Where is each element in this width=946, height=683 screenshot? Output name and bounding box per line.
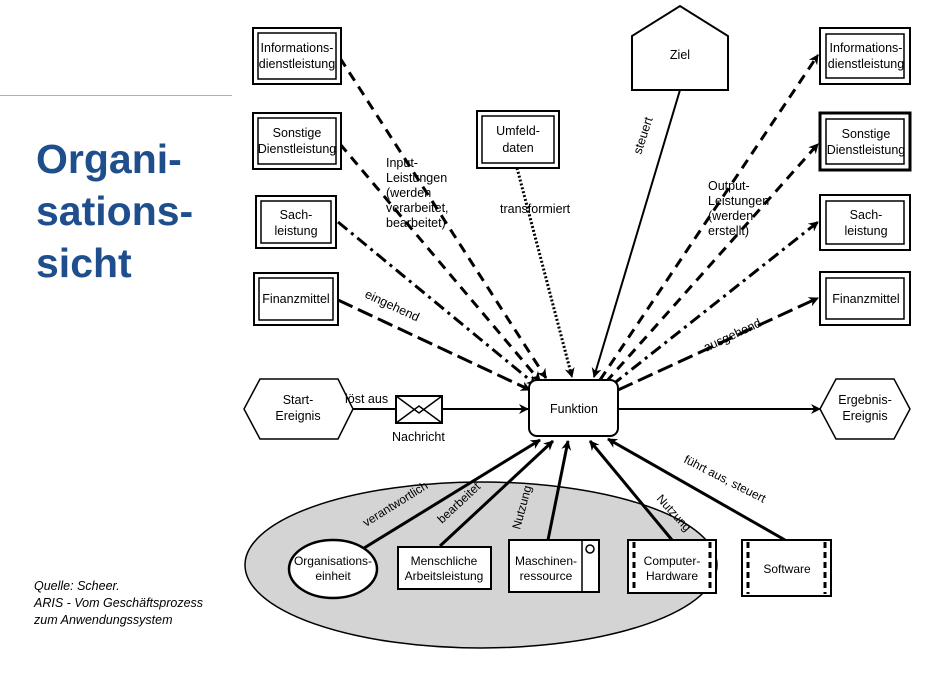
page-title: Organi- sations- sicht <box>36 133 236 289</box>
node-umfeld: Umfeld- daten <box>476 110 560 169</box>
source-line-3: zum Anwendungssystem <box>34 613 173 627</box>
node-sach-out-line1: Sach- <box>850 208 883 222</box>
node-finanz-out-line1: Finanzmittel <box>832 292 899 306</box>
node-ergebnis-event: Ergebnis- Ereignis <box>819 378 911 440</box>
title-line-2: sations- <box>36 188 194 234</box>
label-input-line2: Leistungen <box>386 171 447 185</box>
node-start-event: Start- Ereignis <box>243 378 354 440</box>
node-info-in-line2: dienstleistung <box>259 57 335 71</box>
edge-hardware <box>588 440 674 541</box>
edge-umfeld <box>515 167 575 378</box>
label-loest-aus: löst aus <box>345 392 388 406</box>
node-software-label: Software <box>763 562 811 576</box>
edge-sach-out <box>611 220 819 387</box>
title-line-1: Organi- <box>36 136 182 182</box>
node-sonst-out: Sonstige Dienstleistung <box>818 111 912 172</box>
node-finanz-in: Finanzmittel <box>253 272 339 326</box>
label-eingehend: eingehend <box>363 287 422 324</box>
label-input-line5: bearbeitet) <box>386 216 446 230</box>
node-sonst-in-line2: Dienstleistung <box>258 142 337 156</box>
node-sonst-in: Sonstige Dienstleistung <box>252 112 342 170</box>
label-nachricht: Nachricht <box>392 430 445 444</box>
edge-ziel <box>591 89 681 378</box>
node-software: Software <box>741 539 832 597</box>
edge-maschine <box>546 440 572 541</box>
node-info-in-line1: Informations- <box>261 41 334 55</box>
node-info-out: Informations- dienstleistung <box>819 27 911 85</box>
label-steuert: steuert <box>631 115 656 156</box>
edge-sach-in <box>337 220 537 387</box>
node-start-line1: Start- <box>283 393 314 407</box>
node-sonst-out-line1: Sonstige <box>842 127 891 141</box>
node-computer-hardware: Computer- Hardware <box>627 539 717 594</box>
node-sach-out-line2: leistung <box>844 224 887 238</box>
edge-orga <box>355 438 541 555</box>
node-info-out-line2: dienstleistung <box>828 57 904 71</box>
node-hardware-line2: Hardware <box>646 569 698 583</box>
node-funktion-label: Funktion <box>550 402 598 416</box>
node-maschinenressource: Maschinen- ressource <box>508 539 600 593</box>
node-finanz-in-line1: Finanzmittel <box>262 292 329 306</box>
node-info-in: Informations- dienstleistung <box>252 27 342 85</box>
node-organisationseinheit: Organisations- einheit <box>287 538 379 600</box>
node-umfeld-line2: daten <box>502 141 533 155</box>
node-umfeld-line1: Umfeld- <box>496 124 540 138</box>
node-sonst-out-line2: Dienstleistung <box>827 143 906 157</box>
edge-info-in <box>338 57 548 379</box>
edge-sonst-out <box>604 143 820 383</box>
node-orga-line1: Organisations- <box>294 554 372 568</box>
edge-mensch <box>438 439 555 548</box>
source-citation: Quelle: Scheer. ARIS - Vom Geschäftsproz… <box>34 578 274 629</box>
node-ergebnis-line2: Ereignis <box>842 409 887 423</box>
header-rule <box>0 95 232 96</box>
label-fuehrt-aus: führt aus, steuert <box>682 452 769 506</box>
edge-finanz-out <box>617 296 819 392</box>
title-line-3: sicht <box>36 240 132 286</box>
node-sach-in-line2: leistung <box>274 224 317 238</box>
edge-sonst-in <box>338 143 542 382</box>
node-ziel-line1: Ziel <box>670 48 690 62</box>
node-finanz-out: Finanzmittel <box>819 271 911 326</box>
label-ausgehend: ausgehend <box>701 316 763 355</box>
node-info-out-line1: Informations- <box>830 41 903 55</box>
node-menschliche-arbeitsleistung: Menschliche Arbeitsleistung <box>397 546 492 590</box>
node-maschine-line1: Maschinen- <box>515 554 577 568</box>
node-orga-line2: einheit <box>315 569 351 583</box>
edge-info-out <box>598 54 820 381</box>
label-output-line1: Output- <box>708 179 750 193</box>
node-mensch-line2: Arbeitsleistung <box>405 569 484 583</box>
label-output-line3: (werden <box>708 209 753 223</box>
edge-software <box>607 437 786 542</box>
label-input-line1: Input- <box>386 156 418 170</box>
label-transformiert: transformiert <box>500 202 571 216</box>
label-input: Input- Leistungen (werden verarbeitet, b… <box>386 156 449 230</box>
node-sach-in: Sach- leistung <box>255 195 337 249</box>
node-sach-out: Sach- leistung <box>819 194 911 251</box>
label-output-line2: Leistungen <box>708 194 769 208</box>
node-mensch-line1: Menschliche <box>411 554 478 568</box>
source-line-1: Quelle: Scheer. <box>34 579 120 593</box>
edge-finanz-in <box>337 298 531 392</box>
label-output-line4: erstellt) <box>708 224 749 238</box>
node-start-line2: Ereignis <box>275 409 320 423</box>
label-input-line4: verarbeitet, <box>386 201 449 215</box>
node-sonst-in-line1: Sonstige <box>273 126 322 140</box>
source-line-2: ARIS - Vom Geschäftsprozess <box>34 596 204 610</box>
node-maschine-line2: ressource <box>520 569 573 583</box>
label-output: Output- Leistungen (werden erstellt) <box>708 179 769 238</box>
node-ziel: Ziel <box>631 4 729 91</box>
node-funktion: Funktion <box>528 379 619 437</box>
node-hardware-line1: Computer- <box>644 554 701 568</box>
label-input-line3: (werden <box>386 186 431 200</box>
node-ergebnis-line1: Ergebnis- <box>838 393 892 407</box>
node-sach-in-line1: Sach- <box>280 208 313 222</box>
envelope-icon <box>395 395 443 424</box>
